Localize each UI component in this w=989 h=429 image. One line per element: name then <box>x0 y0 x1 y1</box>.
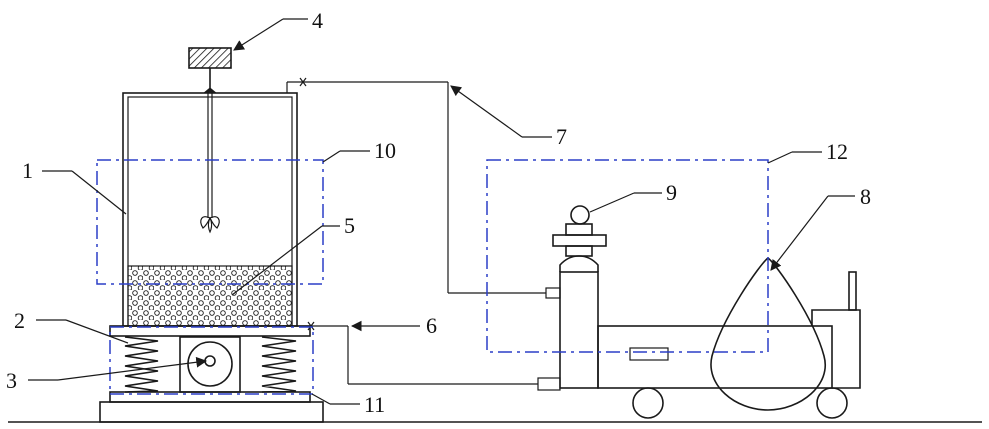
reactor-tank <box>122 92 298 327</box>
base-platform <box>99 325 324 423</box>
label-11: 11 <box>364 392 385 417</box>
leader-lines <box>28 18 855 405</box>
spring-right <box>261 336 297 393</box>
cart <box>597 271 861 419</box>
dashed-box-12 <box>486 159 769 353</box>
spring-left <box>124 336 159 393</box>
label-2: 2 <box>14 308 25 333</box>
stirrer-shaft <box>200 68 220 234</box>
gas-outlet-pipe <box>286 77 561 299</box>
label-5: 5 <box>344 213 355 238</box>
label-8: 8 <box>860 184 871 209</box>
label-9: 9 <box>666 180 677 205</box>
label-6: 6 <box>426 313 437 338</box>
vibration-motor <box>179 336 241 393</box>
label-3: 3 <box>6 368 17 393</box>
label-12: 12 <box>826 139 848 164</box>
dashed-box-11 <box>109 326 314 395</box>
conical-bag <box>710 256 827 411</box>
stirrer-motor <box>188 47 232 69</box>
label-7: 7 <box>556 124 567 149</box>
label-10: 10 <box>374 138 396 163</box>
packing-layer <box>127 265 293 327</box>
label-1: 1 <box>22 158 33 183</box>
label-4: 4 <box>312 8 323 33</box>
dashed-box-10 <box>96 159 324 285</box>
